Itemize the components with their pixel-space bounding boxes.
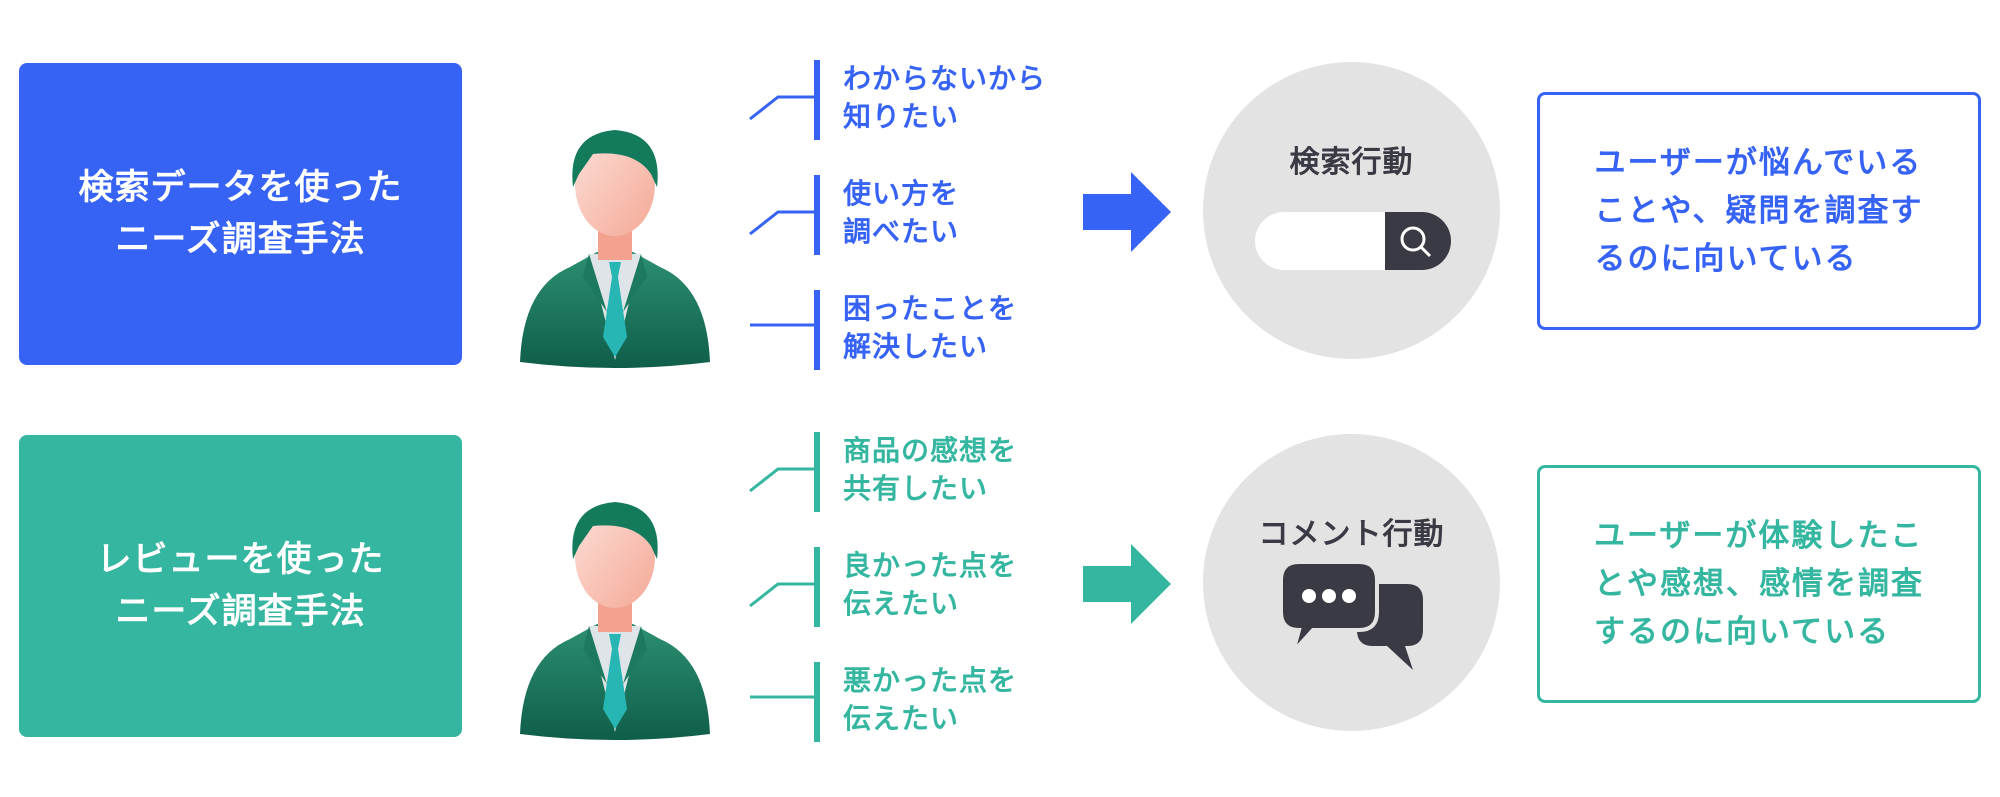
- reason-text: 使い方を 調べたい: [843, 177, 960, 248]
- reason-bar: [814, 175, 820, 255]
- connector-line: [749, 95, 816, 121]
- speech-bubbles-icon: [1281, 562, 1423, 670]
- result-box-review: ユーザーが体験したこ とや感想、感情を調査 するのに向いている: [1537, 465, 1981, 703]
- businessman-icon: [520, 130, 710, 368]
- reason-bar: [814, 290, 820, 370]
- businessman-icon: [520, 502, 710, 740]
- result-text: ユーザーが体験したこ とや感想、感情を調査 するのに向いている: [1594, 518, 1924, 650]
- reason-bar: [814, 432, 820, 512]
- result-text: ユーザーが悩んでいる ことや、疑問を調査す るのに向いている: [1594, 145, 1924, 277]
- arrow-right-icon: [1083, 172, 1171, 252]
- search-bar-icon: [1255, 212, 1451, 270]
- connector-line: [749, 210, 816, 236]
- arrow-right-icon: [1083, 544, 1171, 624]
- reason-text: 悪かった点を 伝えたい: [843, 664, 1018, 735]
- reason-text: わからないから 知りたい: [843, 62, 1047, 133]
- result-box-search: ユーザーが悩んでいる ことや、疑問を調査す るのに向いている: [1537, 92, 1981, 330]
- action-title: 検索行動: [1289, 145, 1414, 180]
- connector-line: [749, 582, 816, 608]
- reason-bar: [814, 60, 820, 140]
- connector-line: [750, 323, 816, 327]
- reason-text: 良かった点を 伝えたい: [843, 549, 1018, 620]
- action-title: コメント行動: [1258, 517, 1445, 552]
- action-circle-comment: コメント行動: [1203, 434, 1500, 731]
- reason-bar: [814, 662, 820, 742]
- method-box-review: レビューを使った ニーズ調査手法: [19, 435, 462, 737]
- reason-text: 商品の感想を 共有したい: [843, 434, 1018, 505]
- connector-line: [750, 695, 816, 699]
- reason-bar: [814, 547, 820, 627]
- action-circle-search: 検索行動: [1203, 62, 1500, 359]
- method-box-search-data: 検索データを使った ニーズ調査手法: [19, 63, 462, 365]
- reason-text: 困ったことを 解決したい: [843, 292, 1018, 363]
- connector-line: [749, 467, 816, 493]
